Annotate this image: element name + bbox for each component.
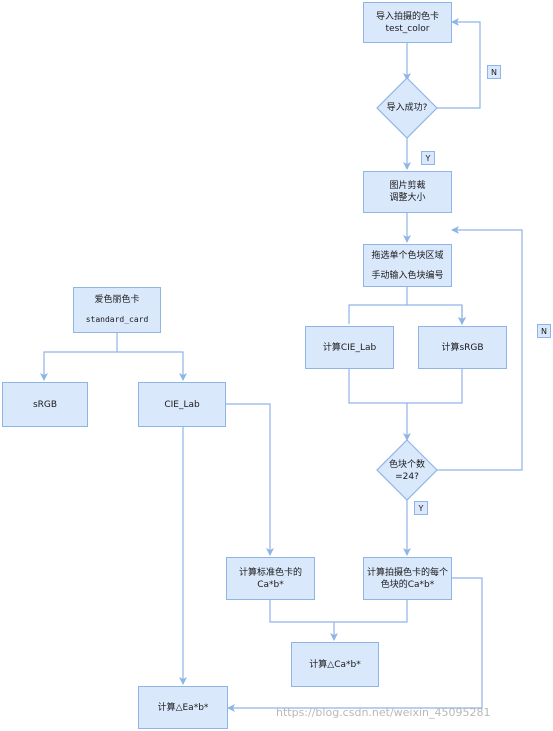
cie-lab-label: CIE_Lab [164,399,200,410]
edge-std-to-deltac [269,600,334,623]
calc-srgb-box: 计算sRGB [418,326,507,369]
standard-card-sub: standard_card [85,315,149,324]
edge-cielab-to-std [226,403,274,556]
import-card-title: 导入拍摄的色卡 [375,11,439,22]
calc-each-line2: 色块的Ca*b* [380,579,435,590]
edge-label-y-top: Y [421,151,435,165]
count-check-line1: 色块个数 [388,460,425,470]
import-success-decision [376,77,438,139]
edge-count-no-loop [437,226,523,471]
calc-std-line1: 计算标准色卡的 [238,567,302,578]
select-line2: 手动输入色块编号 [371,270,444,281]
count-decision [376,439,438,501]
edge-label-y-bottom: Y [414,501,428,515]
edge-label-n-top: N [487,65,501,79]
calc-each-box: 计算拍摄色卡的每个 色块的Ca*b* [363,557,452,600]
select-box: 拖选单个色块区域 手动输入色块编号 [363,244,452,287]
calc-lab-label: 计算CIE_Lab [322,342,377,353]
count-check-line2: =24? [395,472,419,482]
calc-std-line2: Ca*b* [257,579,284,590]
crop-line1: 图片剪裁 [389,181,426,191]
cie-lab-box: CIE_Lab [138,382,226,427]
import-success-label: 导入成功? [386,103,428,113]
standard-card-box: 爱色丽色卡 standard_card [73,287,161,333]
calc-lab-box: 计算CIE_Lab [305,326,394,369]
calc-each-line1: 计算拍摄色卡的每个 [366,567,448,578]
import-card-box: 导入拍摄的色卡 test_color [363,2,452,43]
edge-each-to-deltac [330,600,408,641]
edge-card-split-right [117,351,187,381]
delta-e-label: 计算△Ea*b* [157,702,209,713]
delta-c-box: 计算△Ca*b* [291,642,379,687]
select-line1: 拖选单个色块区域 [371,250,444,261]
count-check-label: 色块个数 =24? [377,459,437,483]
calc-srgb-label: 计算sRGB [441,342,484,353]
standard-card-title: 爱色丽色卡 [94,295,140,305]
calc-std-box: 计算标准色卡的 Ca*b* [226,557,315,600]
edge-each-to-deltae [227,577,483,712]
srgb-label: sRGB [32,399,58,410]
edge-select-split [348,287,462,324]
delta-c-label: 计算△Ca*b* [309,659,361,670]
srgb-box: sRGB [2,382,88,427]
crop-box: 图片剪裁 调整大小 [363,171,452,213]
crop-line2: 调整大小 [389,193,426,203]
import-card-sub: test_color [385,23,430,34]
edge-label-n-right: N [537,324,551,338]
delta-e-box: 计算△Ea*b* [138,686,228,729]
watermark: https://blog.csdn.net/weixin_45095281 [276,706,491,719]
edge-card-split [40,333,118,381]
edge-lab-merge [348,369,463,440]
edge-check-no-loop [437,18,481,109]
